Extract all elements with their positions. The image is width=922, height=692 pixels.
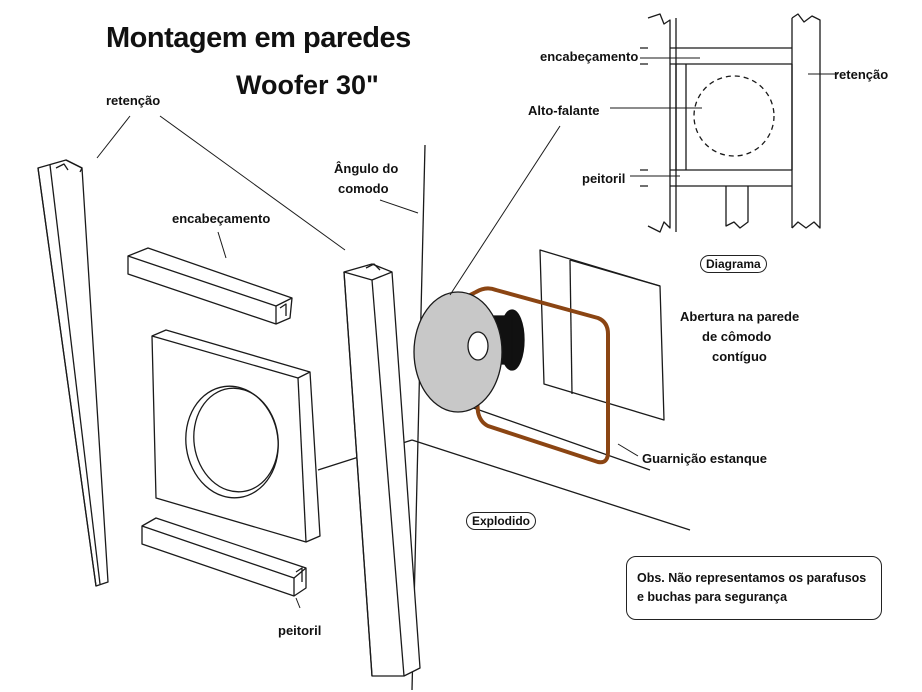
label-abertura-line-2: de cômodo <box>702 329 772 344</box>
label-encabecamento: encabeçamento <box>172 211 271 226</box>
label-retencao-left: retenção <box>106 93 161 108</box>
baffle-panel <box>151 329 321 543</box>
label-angulo-line-1: Ângulo do <box>334 161 399 176</box>
speaker <box>413 291 525 413</box>
gasket <box>466 286 610 465</box>
inset-label-encabecamento: encabeçamento <box>540 49 639 64</box>
tag-diagrama: Diagrama <box>700 255 767 273</box>
label-peitoril: peitoril <box>278 623 322 638</box>
label-angulo-line-2: comodo <box>338 181 389 196</box>
note-line-2: e buchas para segurança <box>637 590 788 604</box>
sill-board <box>141 517 307 597</box>
left-stud <box>37 159 109 587</box>
label-abertura-line-1: Abertura na parede <box>680 309 800 324</box>
tag-explodido: Explodido <box>466 512 536 530</box>
wall-opening <box>539 249 665 421</box>
right-stud <box>343 263 421 677</box>
note-line-1: Obs. Não representamos os parafusos <box>637 571 867 585</box>
title-line-1: Montagem em paredes <box>106 22 411 54</box>
label-alto-falante: Alto-falante <box>528 103 600 118</box>
inset-label-peitoril: peitoril <box>582 171 626 186</box>
inset-diagram <box>610 13 838 233</box>
label-guarnicao: Guarnição estanque <box>642 451 767 466</box>
leader-lines <box>96 115 639 609</box>
title-line-2: Woofer 30" <box>236 70 379 100</box>
note-box: Obs. Não representamos os parafusos e bu… <box>626 556 882 620</box>
inset-label-retencao: retenção <box>834 67 889 82</box>
label-abertura-line-3: contíguo <box>712 349 767 364</box>
header-board <box>127 247 293 325</box>
